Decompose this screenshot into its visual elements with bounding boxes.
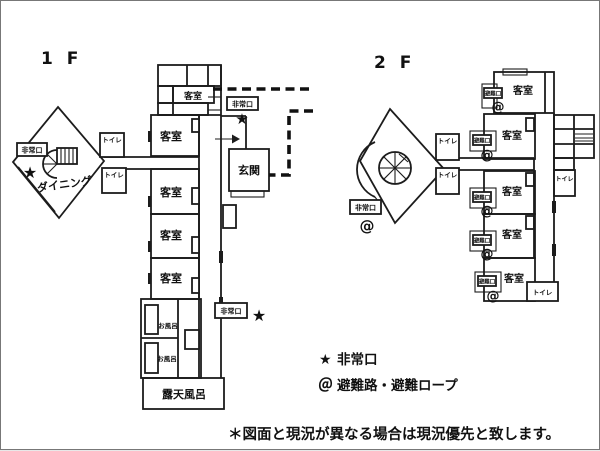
floor1-plan: 1 F 客室 [11, 49, 313, 410]
room-label-2f-toilet-3: トイレ [555, 176, 573, 183]
legend-at-icon: ＠ [318, 376, 333, 394]
room-label-dining: ダイニング [36, 173, 92, 195]
floor2-guest-rooms-walls [483, 68, 595, 302]
floor1-toilet2-walls [101, 167, 127, 194]
room-label-guest-small: 客室 [183, 90, 202, 102]
room-label-bath-2: お風呂 [157, 354, 177, 363]
emergency-exit-box-dining [16, 142, 48, 157]
room-label-2f-guest-3: 客室 [501, 185, 522, 198]
room-label-toilet-1: トイレ [102, 136, 122, 144]
floor1-entrance-walls [221, 115, 270, 198]
evacuation-exit-room4: 避難口 @ [469, 230, 497, 262]
evacuation-exit-label-1: 避難口 [484, 90, 502, 98]
room-label-guest-1: 客室 [159, 129, 182, 143]
room-label-2f-guest-5: 客室 [503, 272, 524, 285]
evacuation-exit-room5: 避難口 @ [474, 271, 502, 304]
floor1-north-wing-walls [157, 64, 222, 116]
emergency-exit-label-entrance: 非常口 [232, 100, 253, 109]
floor2-title: 2 F [374, 53, 415, 73]
legend-at-label: 避難路・避難ロープ [337, 377, 458, 394]
emergency-exit-star-icon-dining: ★ [23, 163, 37, 182]
room-label-toilet-2: トイレ [104, 171, 124, 179]
emergency-exit-label-dining: 非常口 [22, 146, 43, 155]
evacuation-exit-room3: 避難口 @ [469, 187, 497, 219]
legend-star-label: 非常口 [337, 351, 378, 368]
floor2-toilet-bottom-walls [526, 281, 559, 302]
evacuation-exit-label-3: 避難口 [473, 194, 491, 202]
evacuation-rope-at-icon-5: @ [487, 289, 500, 304]
floor1-bath-walls [140, 298, 225, 410]
emergency-exit-box-bottom [214, 302, 248, 319]
footer-disclaimer-note: ＊図面と現況が異なる場合は現況優先と致します。 [228, 425, 560, 443]
room-label-guest-2: 客室 [159, 185, 182, 199]
floor2-plan: 2 F 非常口 @ [349, 53, 595, 304]
room-label-2f-toilet-1: トイレ [438, 137, 458, 145]
room-label-guest-4: 客室 [159, 271, 182, 285]
room-label-guest-3: 客室 [159, 228, 182, 242]
floor2-toilet1-walls [435, 133, 460, 161]
emergency-exit-box-2f [349, 199, 382, 215]
evacuation-route-dashes [213, 87, 313, 177]
evacuation-exit-room2: 避難口 @ [469, 130, 497, 163]
emergency-exit-label-bottom: 非常口 [221, 307, 242, 316]
room-label-entrance: 玄関 [238, 163, 260, 177]
room-label-2f-toilet-2: トイレ [438, 171, 458, 179]
legend: ★ 非常口 ＠ 避難路・避難ロープ [318, 351, 458, 394]
emergency-exit-box-entrance [226, 96, 259, 111]
evacuation-exit-label-2: 避難口 [473, 137, 491, 145]
floor1-toilet1-walls [99, 132, 125, 158]
evacuation-exit-label-5: 避難口 [478, 278, 496, 286]
floor1-corridor-walls [198, 65, 237, 378]
room-label-2f-toilet-4: トイレ [533, 289, 553, 297]
floor1-title: 1 F [41, 49, 82, 69]
evacuation-rope-at-icon-1: @ [492, 100, 505, 115]
evacuation-exit-label-4: 避難口 [473, 237, 491, 245]
emergency-exit-star-icon-entrance: ★ [235, 110, 248, 128]
room-label-bath-1: お風呂 [158, 321, 178, 330]
evacuation-rope-at-icon-2: @ [481, 148, 494, 163]
entrance-direction-arrow-icon [215, 134, 240, 144]
evacuation-rope-at-icon-4: @ [481, 247, 494, 262]
room-label-2f-guest-4: 客室 [501, 228, 522, 241]
spiral-staircase-icon [378, 151, 412, 185]
emergency-exit-label-2f: 非常口 [355, 203, 376, 212]
evacuation-rope-at-icon-hall: @ [360, 217, 375, 235]
legend-star-icon: ★ [319, 352, 332, 368]
room-label-2f-guest-2: 客室 [501, 129, 522, 142]
floor2-hall-walls [356, 107, 446, 225]
room-label-open-air-bath: 露天風呂 [162, 388, 206, 401]
emergency-exit-star-icon-bottom: ★ [252, 306, 266, 325]
room-label-2f-guest-1: 客室 [512, 84, 533, 97]
evacuation-exit-room1: 避難口 @ [481, 83, 505, 115]
floor2-toilet2-walls [435, 167, 460, 195]
evacuation-rope-at-icon-3: @ [481, 204, 494, 219]
